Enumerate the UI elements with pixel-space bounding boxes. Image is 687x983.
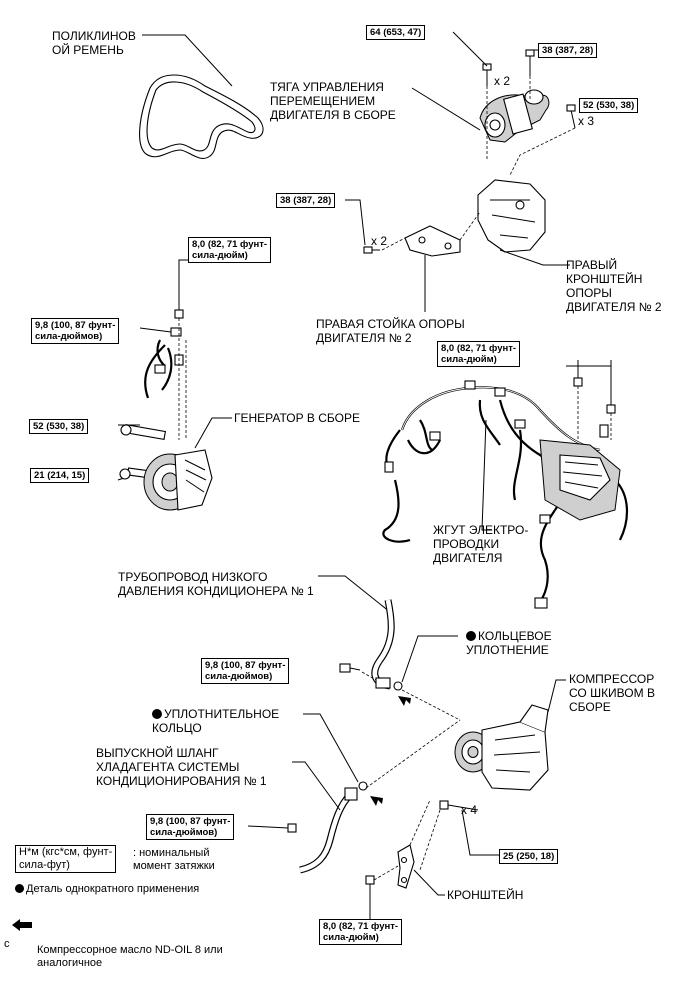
generator-wires-drawing <box>139 259 188 440</box>
torque-box: 52 (530, 38) <box>579 98 639 113</box>
torque-box: 38 (387, 28) <box>276 193 336 208</box>
oil-legend: Компрессорное масло ND-OIL 8 или аналоги… <box>12 918 223 983</box>
single-use-dot-icon <box>466 631 476 641</box>
low-pressure-pipe-label: ТРУБОПРОВОД НИЗКОГО ДАВЛЕНИЯ КОНДИЦИОНЕР… <box>118 570 314 598</box>
count-label: x 2 <box>371 234 388 248</box>
oil-legend-text: Компрессорное масло ND-OIL 8 или аналоги… <box>37 944 223 969</box>
unit-legend-box: Н*м (кгс*см, фунт- сила-фут) <box>15 845 117 873</box>
compressor-label: КОМПРЕССОР СО ШКИВОМ В СБОРЕ <box>569 672 655 714</box>
torque-box: 9,8 (100, 87 фунт- сила-дюймов) <box>146 814 235 840</box>
single-use-dot-icon <box>152 709 162 719</box>
count-label: x 4 <box>461 803 478 817</box>
wire-harness-label: ЖГУТ ЭЛЕКТРО- ПРОВОДКИ ДВИГАТЕЛЯ <box>433 523 529 565</box>
torque-box: 38 (387, 28) <box>538 43 598 58</box>
torque-box: 9,8 (100, 87 фунт- сила-дюймов) <box>31 318 120 344</box>
seal-ring-label: УПЛОТНИТЕЛЬНОЕ КОЛЬЦО <box>152 707 279 735</box>
belt-drawing <box>139 34 264 159</box>
oil-arrow-icon <box>12 919 32 931</box>
o-ring-label: КОЛЬЦЕВОЕ УПЛОТНЕНИЕ <box>466 629 552 657</box>
single-use-legend-text: Деталь однократного применения <box>26 883 200 895</box>
right-bracket-label: ПРАВЫЙ КРОНШТЕЙН ОПОРЫ ДВИГАТЕЛЯ № 2 <box>566 258 662 314</box>
torque-box: 52 (530, 38) <box>29 419 89 434</box>
torque-box: 8,0 (82, 71 фунт- сила-дюйм) <box>188 237 272 263</box>
corner-mark: c <box>4 938 10 950</box>
torque-box: 64 (653, 47) <box>366 25 426 40</box>
torque-box: 25 (250, 18) <box>499 849 559 864</box>
seal-ring-text: УПЛОТНИТЕЛЬНОЕ КОЛЬЦО <box>152 707 280 735</box>
exploded-diagram <box>117 31 629 920</box>
discharge-hose-label: ВЫПУСКНОЙ ШЛАНГ ХЛАДАГЕНТА СИСТЕМЫ КОНДИ… <box>96 746 267 788</box>
single-use-legend: Деталь однократного применения <box>15 883 199 896</box>
generator-label: ГЕНЕРАТОР В СБОРЕ <box>234 411 360 425</box>
belt-label: ПОЛИКЛИНОВ ОЙ РЕМЕНЬ <box>52 29 136 57</box>
bracket-label: КРОНШТЕЙН <box>447 888 524 902</box>
right-stay-label: ПРАВАЯ СТОЙКА ОПОРЫ ДВИГАТЕЛЯ № 2 <box>316 317 465 345</box>
torque-box: 8,0 (82, 71 фунт- сила-дюйм) <box>319 919 403 945</box>
compressor-drawing <box>419 679 566 871</box>
control-rod-drawing <box>411 31 576 176</box>
single-use-dot-icon <box>15 884 24 893</box>
torque-box: 8,0 (82, 71 фунт- сила-дюйм) <box>437 341 521 367</box>
torque-box: 21 (214, 15) <box>30 468 90 483</box>
bracket-drawing <box>365 799 445 920</box>
o-ring-text: КОЛЬЦЕВОЕ УПЛОТНЕНИЕ <box>466 629 552 657</box>
count-label: x 2 <box>494 74 511 88</box>
right-bracket-drawing <box>477 179 570 266</box>
discharge-hose-drawing <box>247 713 461 874</box>
unit-legend-desc: : номинальный момент затяжки <box>133 847 215 872</box>
right-stay-drawing <box>345 199 481 312</box>
control-rod-label: ТЯГА УПРАВЛЕНИЯ ПЕРЕМЕЩЕНИЕМ ДВИГАТЕЛЯ В… <box>270 80 396 122</box>
wire-harness-drawing <box>382 360 629 609</box>
torque-box: 9,8 (100, 87 фунт- сила-дюймов) <box>201 658 290 684</box>
low-pressure-pipe-drawing <box>318 575 461 721</box>
count-label: x 3 <box>578 114 595 128</box>
generator-drawing <box>117 417 232 511</box>
